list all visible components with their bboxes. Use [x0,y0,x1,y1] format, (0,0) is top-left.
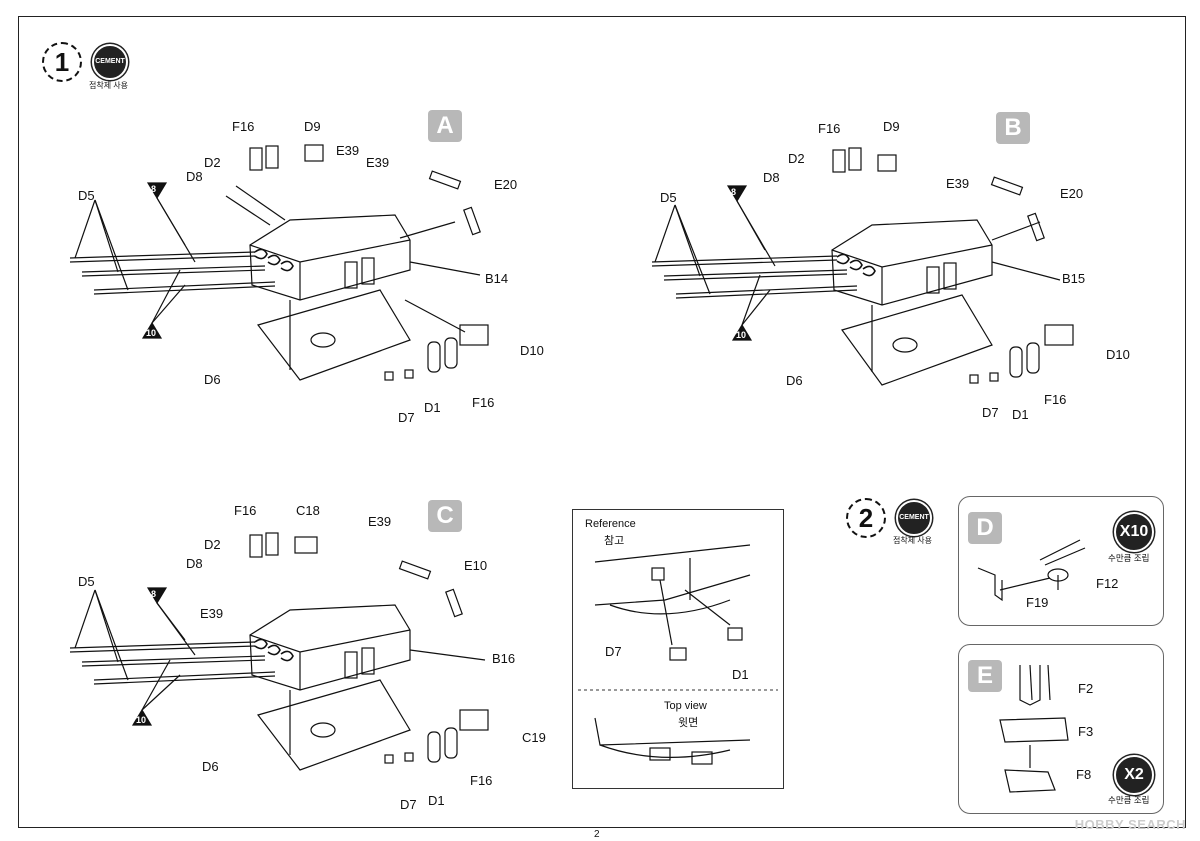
label-b-d2: D2 [788,151,805,166]
label-c-d2: D2 [204,537,221,552]
cement-icon: CEMENT [92,44,128,80]
reference-label-d7: D7 [605,644,622,659]
panel-b-letter: B [996,112,1030,144]
reference-box [572,509,784,789]
panel-e-drawing [999,664,1069,793]
label-a-e39: E39 [336,143,360,158]
page-frame [18,16,1186,828]
panel-e-letter: E [968,660,1002,692]
top-view-label: Top view [664,700,707,712]
label-b-f16-2: F16 [1044,392,1067,407]
marker-8-b: 8 [731,187,737,197]
label-c-b16: B16 [492,651,516,666]
label-b-d6: D6 [786,373,803,388]
multiplier-x10: X10 [1114,512,1154,552]
label-b-d5: D5 [660,190,677,205]
turret-b-drawing [651,147,1074,386]
panel-e-box [958,644,1164,814]
label-a-e39-2: E39 [366,155,390,170]
label-c-f16: F16 [234,503,257,518]
marker-10-a: 10 [146,328,157,338]
label-a-d10: D10 [520,343,544,358]
cement-icon-2: CEMENT [896,500,932,536]
marker-10-c: 10 [136,715,147,725]
label-d-f12: F12 [1096,576,1119,591]
label-c-e39-2: E39 [200,606,224,621]
label-c-d1: D1 [428,793,445,808]
label-a-f16-2: F16 [472,395,495,410]
multiplier-x10-note: 수만큼 조립 [1108,553,1150,563]
label-c-d6: D6 [202,759,219,774]
label-a-f16: F16 [232,119,255,134]
label-b-f16: F16 [818,121,841,136]
reference-drawing [594,544,751,765]
label-a-e20: E20 [494,177,518,192]
label-c-e10: E10 [464,558,488,573]
label-b-d7: D7 [982,405,999,420]
label-c-d5: D5 [78,574,95,589]
label-a-d7: D7 [398,410,415,425]
label-c-c19: C19 [522,730,546,745]
label-b-b15: B15 [1062,271,1086,286]
label-a-d1: D1 [424,400,441,415]
label-e-f2: F2 [1078,681,1094,696]
label-b-d9: D9 [883,119,900,134]
label-d-f19: F19 [1026,595,1049,610]
label-a-d8: D8 [186,169,203,184]
label-b-e39: E39 [946,176,970,191]
step-2-number: 2 [846,498,886,538]
turret-a-drawing [69,144,489,381]
label-b-d8: D8 [763,170,780,185]
panel-d-letter: D [968,512,1002,544]
watermark: HOBBY SEARCH [1074,817,1186,832]
panel-a-letter: A [428,110,462,142]
panel-c-letter: C [428,500,462,532]
reference-label-d1: D1 [732,667,749,682]
label-c-e39: E39 [368,514,392,529]
label-a-d5: D5 [78,188,95,203]
label-c-f16-2: F16 [470,773,493,788]
label-b-d10: D10 [1106,347,1130,362]
label-c-c18: C18 [296,503,320,518]
label-e-f8: F8 [1076,767,1092,782]
reference-title-ko: 참고 [604,535,625,547]
top-view-label-ko: 윗면 [678,717,699,729]
marker-8-a: 8 [151,184,157,194]
panel-d-drawing [977,539,1086,602]
label-a-d9: D9 [304,119,321,134]
marker-8-c: 8 [151,589,157,599]
label-b-e20: E20 [1060,186,1084,201]
page-number: 2 [594,829,600,840]
multiplier-x2: X2 [1114,755,1154,795]
label-c-d8: D8 [186,556,203,571]
step-1-number: 1 [42,42,82,82]
label-a-d6: D6 [204,372,221,387]
reference-title: Reference [585,518,636,530]
label-a-d2: D2 [204,155,221,170]
label-b-d1: D1 [1012,407,1029,422]
multiplier-x2-note: 수만큼 조립 [1108,795,1150,805]
turret-c-drawing [69,532,489,771]
panel-d-box [958,496,1164,626]
label-e-f3: F3 [1078,724,1094,739]
label-c-d7: D7 [400,797,417,812]
cement-note-2: 접착제 사용 [893,536,933,545]
marker-10-b: 10 [736,330,747,340]
label-a-b14: B14 [485,271,509,286]
cement-note: 접착제 사용 [89,81,129,90]
